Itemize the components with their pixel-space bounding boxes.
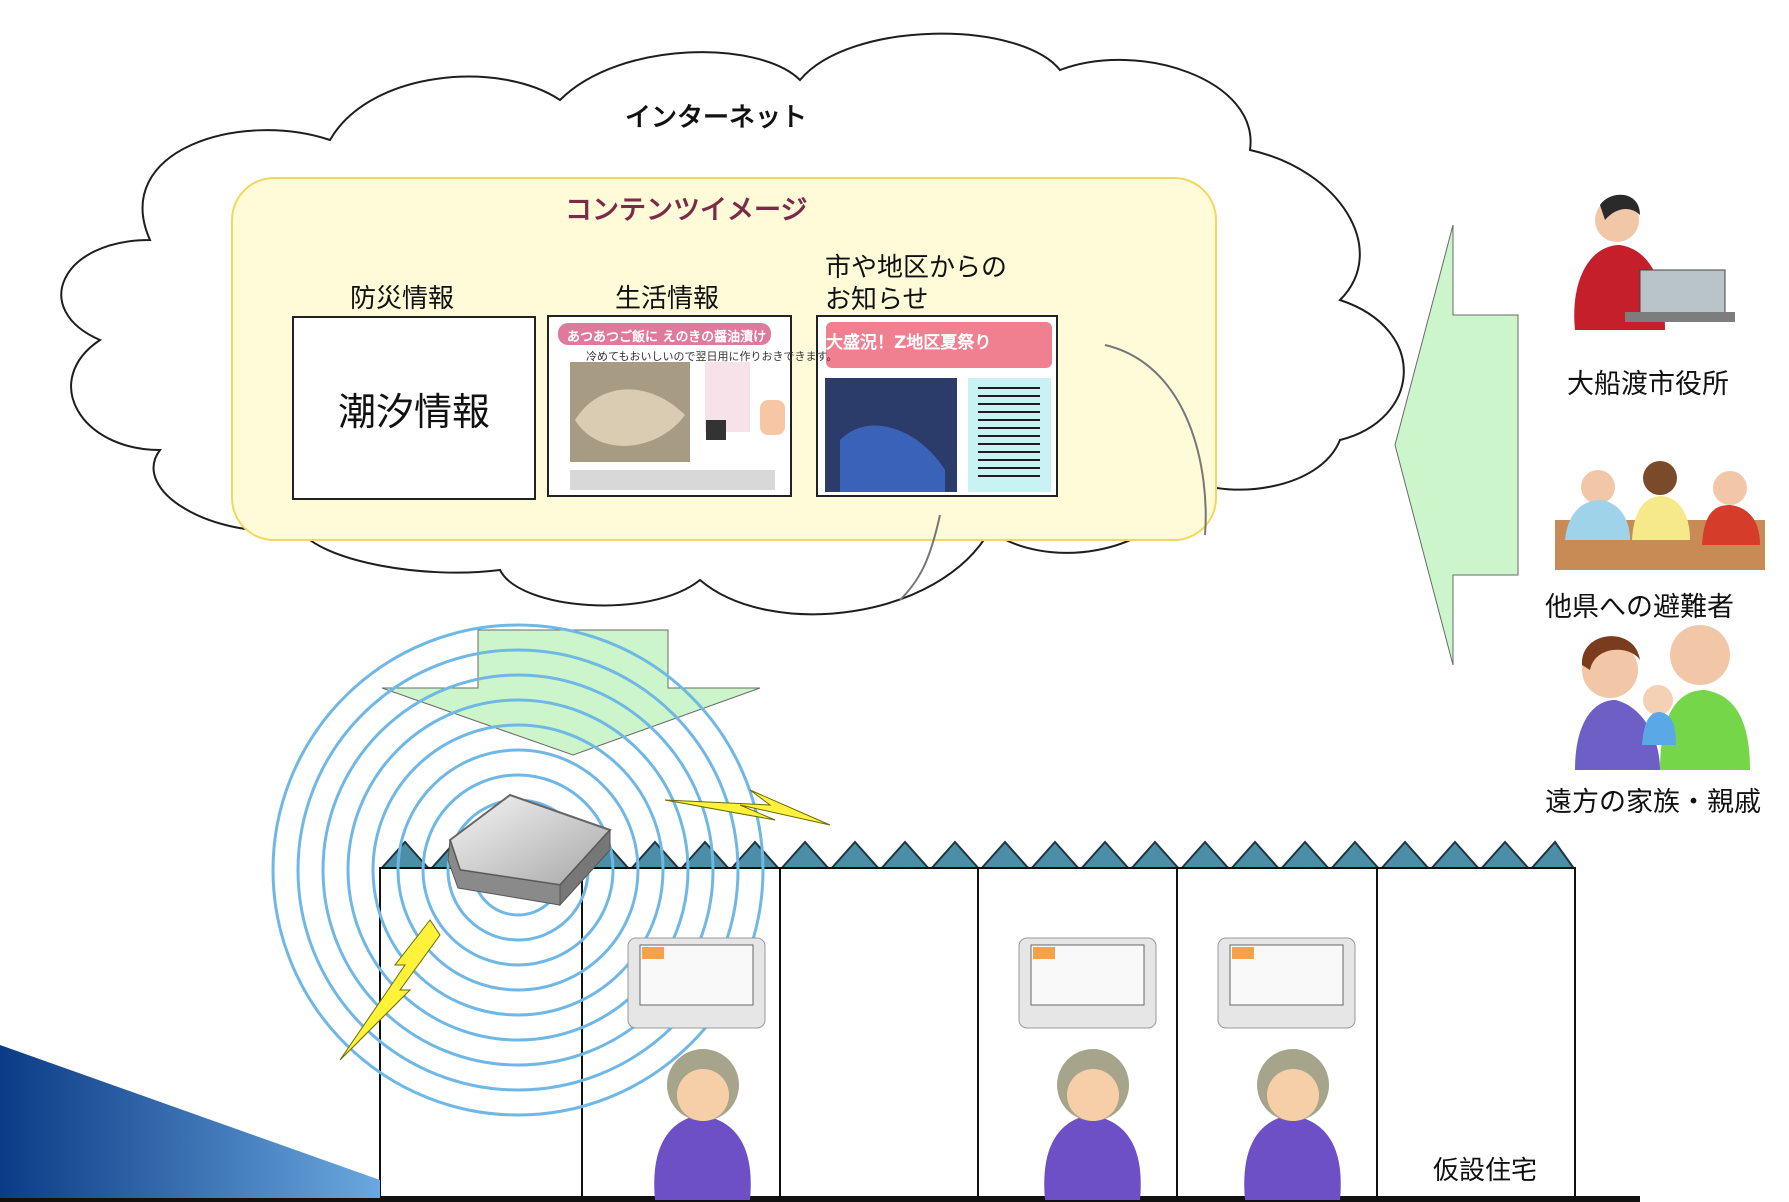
down-arrow [381, 629, 761, 756]
tablet-device [1018, 937, 1157, 1029]
event-card [816, 315, 1058, 497]
cloud-label: インターネット [625, 103, 808, 133]
category-bousai: 防災情報 [350, 284, 455, 314]
category-seikatsu: 生活情報 [615, 284, 720, 314]
category-oshirase-line1: 市や地区からの [825, 253, 1008, 283]
decorative-wedge [0, 1045, 380, 1198]
tablet-device [1217, 937, 1356, 1029]
recipe-card [547, 315, 792, 497]
category-oshirase: 市や地区からの お知らせ [825, 252, 1045, 316]
sender-arrow [1394, 224, 1519, 666]
sender-family-label: 遠方の家族・親戚 [1545, 787, 1761, 818]
resident-figure [1044, 1049, 1141, 1200]
housing-label: 仮設住宅 [1433, 1156, 1538, 1186]
access-point-device [447, 793, 612, 907]
city-office-figure [1574, 194, 1735, 330]
family-figure [1575, 625, 1750, 770]
recipe-subtitle: 冷めてもおいしいので翌日用に作りおきできます。 [586, 350, 838, 363]
connector-curve [899, 514, 941, 601]
lightning-bolt-top [664, 789, 831, 826]
tablet-device [627, 937, 766, 1029]
resident-figure [654, 1049, 751, 1200]
category-oshirase-line2: お知らせ [825, 285, 929, 315]
sender-city-office-label: 大船渡市役所 [1567, 369, 1729, 400]
sender-evacuees-label: 他県への避難者 [1545, 592, 1734, 623]
evacuees-figure [1555, 461, 1765, 570]
event-banner-text: 大盛況！Z地区夏祭り [826, 333, 992, 353]
tide-info-box: 潮汐情報 [292, 316, 536, 500]
temporary-housing [0, 840, 1640, 1202]
resident-figure [1244, 1049, 1341, 1200]
content-panel-title: コンテンツイメージ [565, 195, 808, 226]
recipe-banner-text: あつあつご飯に えのきの醤油漬け [567, 330, 767, 345]
lightning-bolt-left [339, 919, 441, 1061]
connector-curve [1104, 344, 1207, 536]
